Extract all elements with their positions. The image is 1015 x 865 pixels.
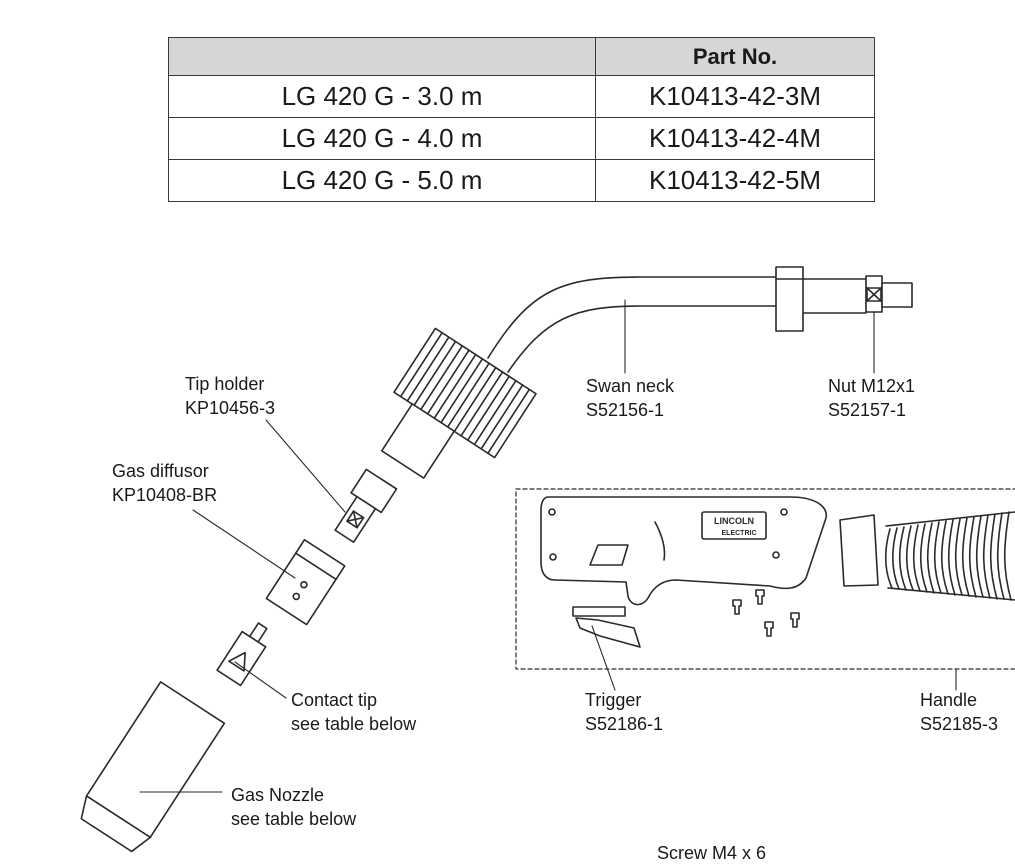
contact-tip-drawing: [216, 622, 268, 687]
table-cell-model: LG 420 G - 4.0 m: [168, 117, 596, 160]
gas-diffusor-label: Gas diffusor KP10408-BR: [112, 459, 217, 507]
contact-tip-label: Contact tip see table below: [291, 688, 416, 736]
tip-holder-code: KP10456-3: [185, 398, 276, 418]
leader-lines: [139, 299, 957, 793]
tip-holder-name: Tip holder: [185, 374, 265, 394]
table-row: LG 420 G - 3.0 m K10413-42-3M: [168, 75, 875, 118]
trigger-code: S52186-1: [585, 714, 664, 734]
contact-tip-code: see table below: [291, 714, 417, 734]
nut-name: Nut M12x1: [828, 376, 916, 396]
trigger-name: Trigger: [585, 690, 642, 710]
hose-spring-drawing: [884, 511, 1015, 601]
table-cell-part-no: K10413-42-3M: [595, 75, 875, 118]
handle-label: Handle S52185-3: [920, 688, 998, 736]
part-number-table: Part No. LG 420 G - 3.0 m K10413-42-3M L…: [168, 37, 875, 202]
table-row: LG 420 G - 4.0 m K10413-42-4M: [168, 117, 875, 160]
gas-nozzle-code: see table below: [231, 809, 357, 829]
gas-diffusor-name: Gas diffusor: [112, 461, 209, 481]
screw-drawings: [732, 589, 800, 637]
logo-line-2: ELECTRIC: [722, 530, 757, 537]
trigger-drawing: [572, 606, 641, 648]
nut-code: S52157-1: [828, 400, 907, 420]
screw-name: Screw M4 x 6: [657, 843, 767, 863]
nut-label: Nut M12x1 S52157-1: [828, 374, 915, 422]
swan-neck-drawing: [487, 266, 913, 373]
handle-collar-drawing: [839, 514, 879, 587]
table-row: LG 420 G - 5.0 m K10413-42-5M: [168, 159, 875, 202]
gas-nozzle-label: Gas Nozzle see table below: [231, 783, 356, 831]
gas-diffusor-drawing: [265, 538, 346, 626]
gas-nozzle-drawing: [80, 681, 226, 853]
tip-holder-drawing: [334, 468, 398, 543]
swan-neck-name: Swan neck: [586, 376, 675, 396]
table-cell-model: LG 420 G - 5.0 m: [168, 159, 596, 202]
table-cell-part-no: K10413-42-4M: [595, 117, 875, 160]
trigger-label: Trigger S52186-1: [585, 688, 663, 736]
handle-code: S52185-3: [920, 714, 999, 734]
contact-tip-name: Contact tip: [291, 690, 378, 710]
handle-shell-drawing: [540, 496, 827, 606]
table-cell-part-no: K10413-42-5M: [595, 159, 875, 202]
table-header-model: [168, 37, 596, 76]
swan-neck-label: Swan neck S52156-1: [586, 374, 674, 422]
tip-holder-label: Tip holder KP10456-3: [185, 372, 275, 420]
screw-label: Screw M4 x 6: [657, 841, 766, 865]
neck-sleeve-drawing: [380, 403, 456, 479]
logo-line-1: LINCOLN: [714, 516, 754, 526]
handle-name: Handle: [920, 690, 978, 710]
lincoln-logo: LINCOLN ELECTRIC: [714, 516, 757, 537]
table-cell-model: LG 420 G - 3.0 m: [168, 75, 596, 118]
gas-diffusor-code: KP10408-BR: [112, 485, 218, 505]
swan-neck-code: S52156-1: [586, 400, 665, 420]
gas-nozzle-name: Gas Nozzle: [231, 785, 325, 805]
handle-kit-dashed-box: [515, 488, 1015, 670]
